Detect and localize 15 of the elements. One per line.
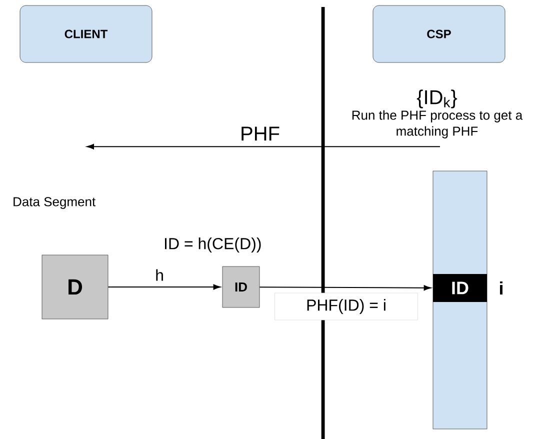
header-box: CSP: [372, 5, 506, 63]
arrow: [108, 284, 220, 290]
arrow: [259, 285, 431, 290]
id-box: ID: [222, 266, 260, 308]
edge-label: PHF: [242, 126, 280, 140]
arrow: [86, 144, 440, 150]
caption-text: Data Segment: [14, 197, 96, 209]
index-bar: [432, 170, 488, 430]
header-box: CLIENT: [20, 5, 152, 63]
edge-label: h: [154, 268, 165, 282]
index-cell: ID: [433, 274, 487, 302]
process-note: {ID$_{k}$} Run the PHF process to get a matching PHF: [352, 90, 523, 138]
data-box: D: [42, 254, 108, 320]
index-label: i: [500, 281, 502, 295]
edge-label: PHF(ID) = i: [274, 292, 418, 320]
